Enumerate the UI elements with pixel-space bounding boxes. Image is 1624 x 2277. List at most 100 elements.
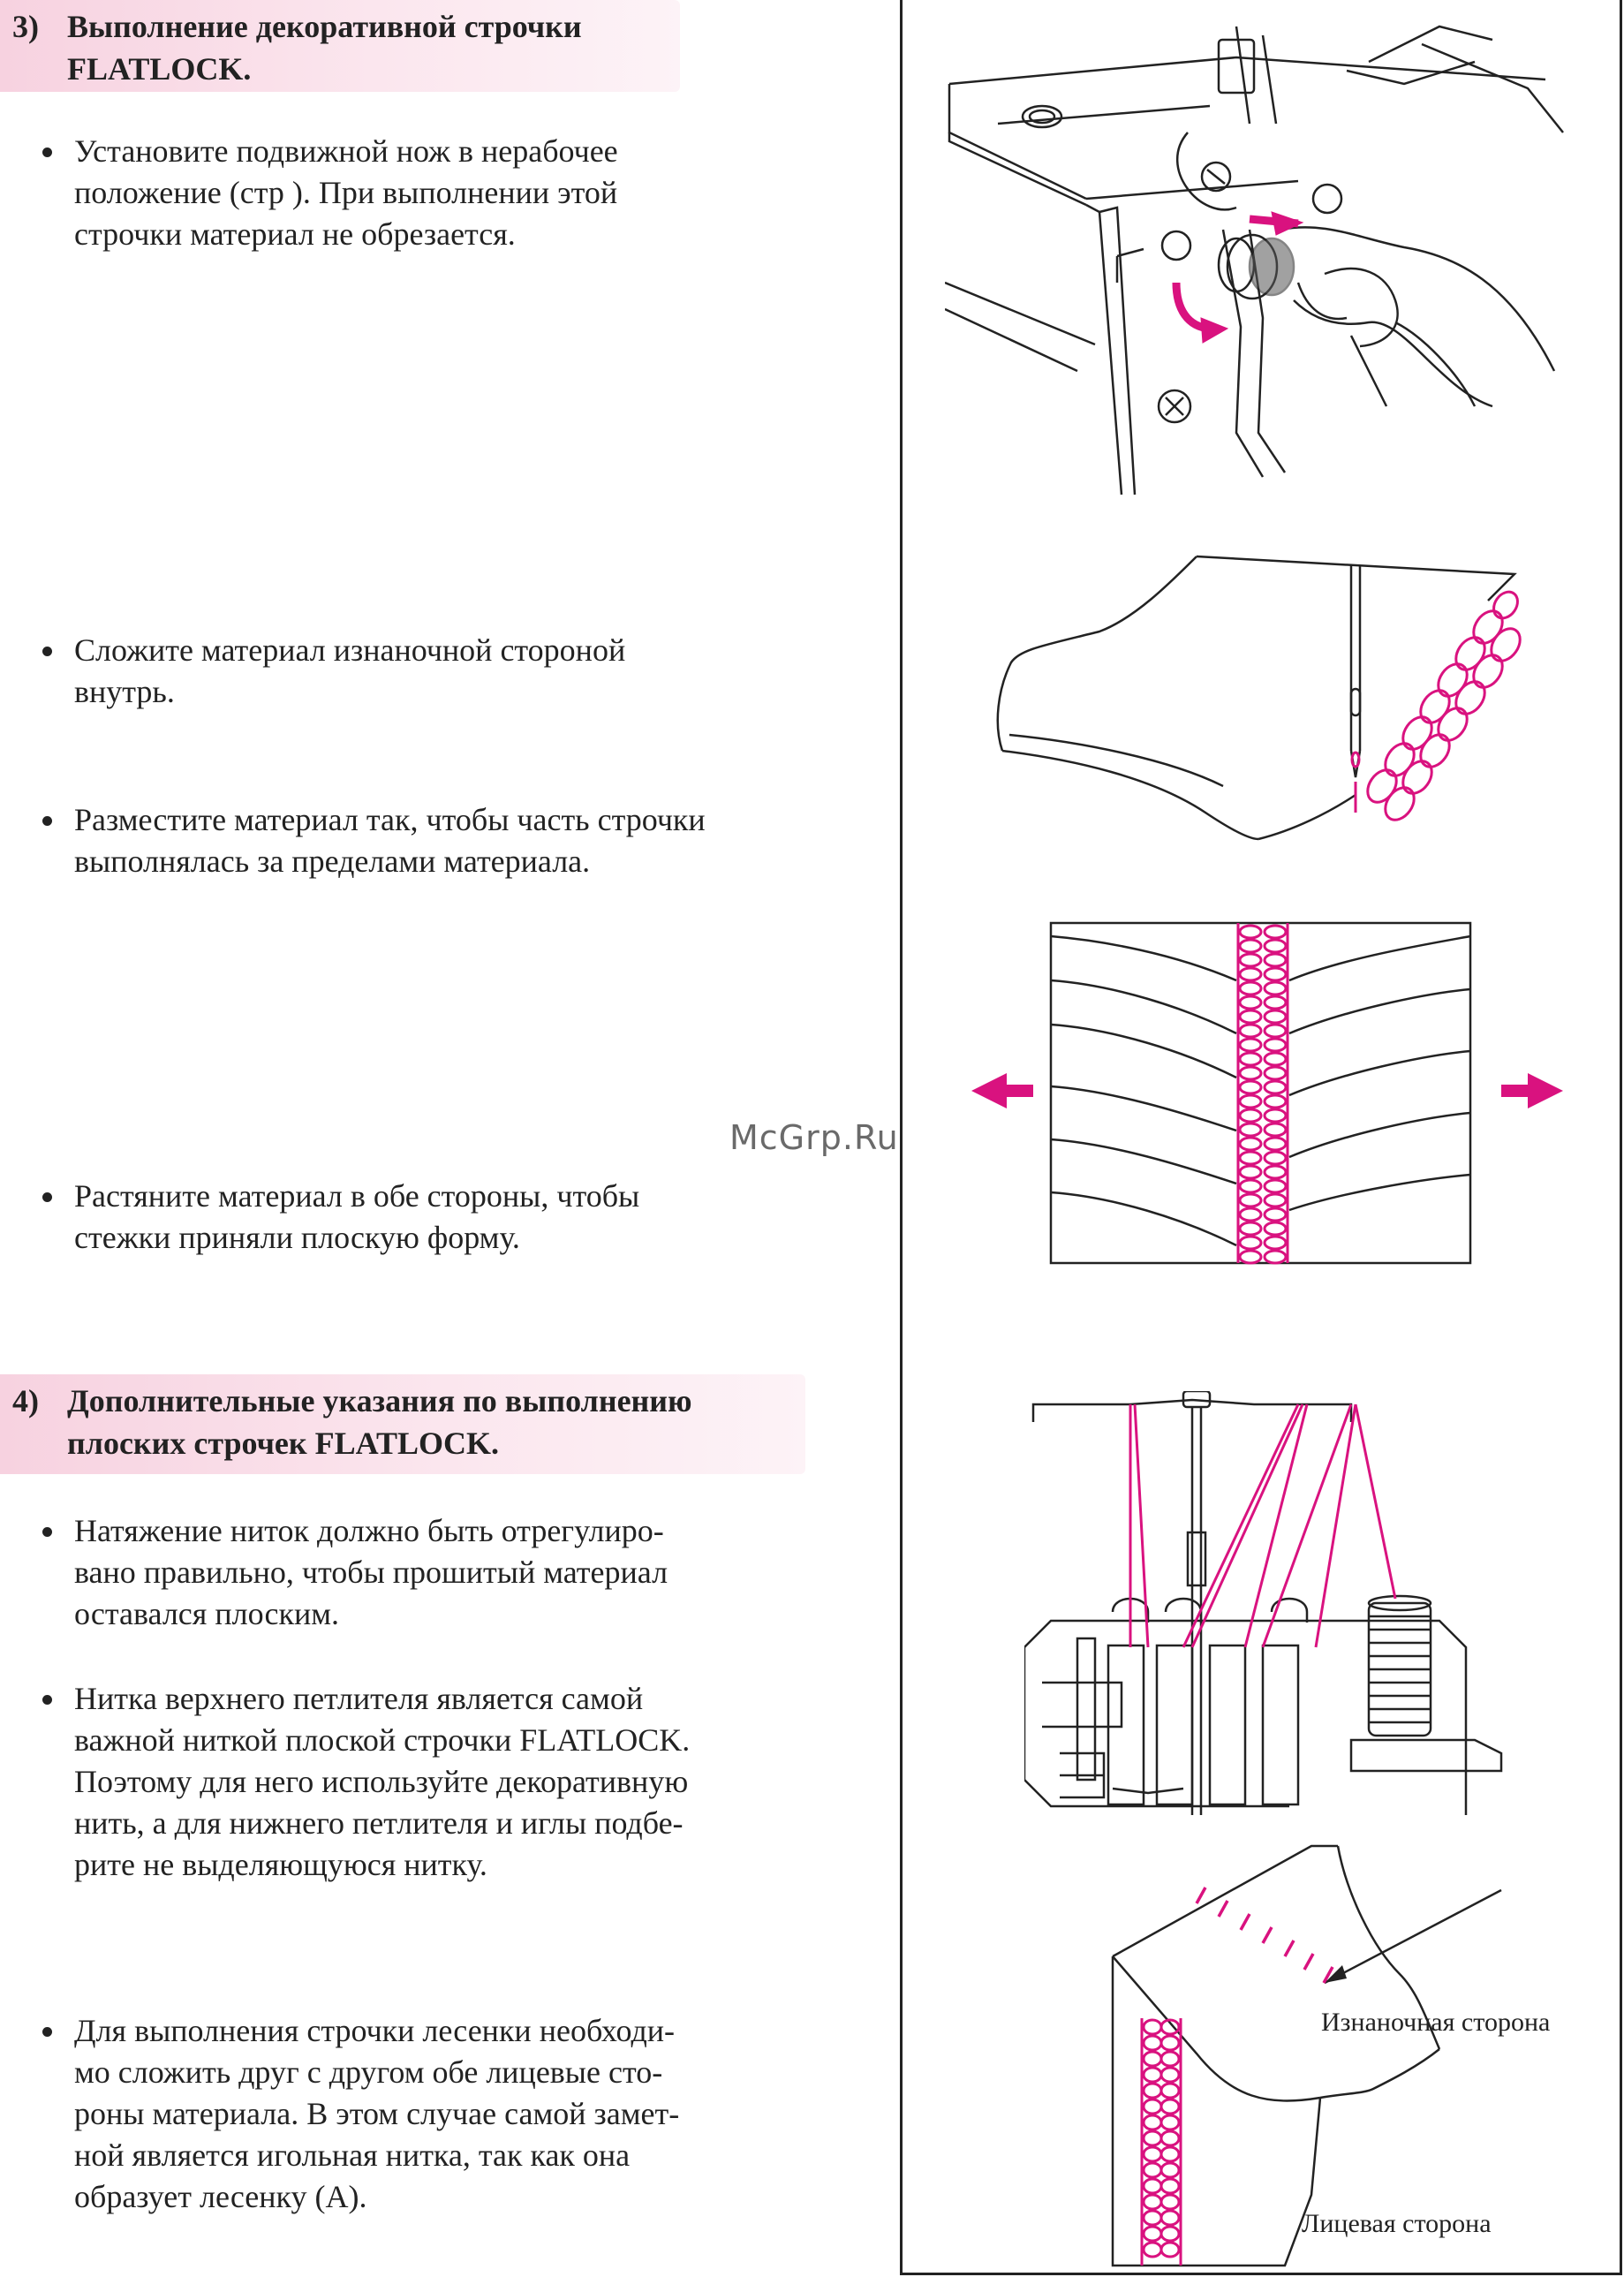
stitch-loop	[1263, 1079, 1288, 1095]
stitch-loop	[1238, 1108, 1263, 1123]
stitch-loop	[1142, 2145, 1163, 2163]
stitch-loop	[1263, 1192, 1288, 1208]
stitch-loop	[1142, 2098, 1163, 2115]
section-3-header: 3) Выполнение декоративной строчки FLATL…	[0, 0, 680, 92]
stitch-loop	[1238, 1235, 1263, 1251]
stitch-loop	[1142, 2193, 1163, 2211]
section-number: 4)	[12, 1383, 39, 1418]
bullet-text: Натяжение ниток должно быть отрегулиро- …	[74, 1513, 668, 1631]
wrong-side-label: Изнаночная сторона	[1321, 2008, 1551, 2037]
section-title: Дополнительные указания по выполнению пл…	[67, 1383, 692, 1461]
stitch-loop	[1159, 2098, 1181, 2115]
stitch-loop	[1263, 995, 1288, 1010]
bullet-ladder-stitch: Для выполнения строчки лесенки необходи-…	[42, 2010, 820, 2218]
stitch-loop	[1142, 2066, 1163, 2084]
stitch-loop	[1263, 1164, 1288, 1180]
stitch-loop	[1159, 2034, 1181, 2052]
bullet-fold-material: Сложите материал изнаночной стороной вну…	[42, 630, 820, 713]
ladder-stitch-vertical	[1140, 2018, 1182, 2266]
stitch-loop	[1238, 1065, 1263, 1081]
stitch-loop	[1142, 2114, 1163, 2131]
section-title: Выполнение декоративной строчки FLATLOCK…	[67, 9, 582, 87]
stitch-loop	[1238, 1178, 1263, 1194]
stitch-loop	[1142, 2241, 1163, 2258]
stitch-loop	[1159, 2018, 1181, 2036]
stitch-loop	[1238, 1122, 1263, 1138]
stitch-loop	[1238, 1221, 1263, 1237]
watermark: McGrp.Ru	[729, 1118, 899, 1157]
stitch-loop	[1159, 2209, 1181, 2227]
stitch-loop	[1142, 2034, 1163, 2052]
stitch-loop	[1142, 2129, 1163, 2147]
section-number: 3)	[12, 9, 39, 44]
stitch-loop	[1263, 1178, 1288, 1194]
stitch-loop	[1238, 938, 1263, 954]
stitch-loop	[1159, 2177, 1181, 2195]
bullet-dot	[42, 148, 52, 157]
stitch-loop	[1159, 2161, 1181, 2179]
bullet-thread-tension: Натяжение ниток должно быть отрегулиро- …	[42, 1510, 820, 1635]
figure-column-frame	[900, 0, 1622, 2275]
bullet-place-material: Разместите материал так, чтобы часть стр…	[42, 799, 820, 882]
stitch-loop	[1238, 980, 1263, 996]
stitch-loop	[1142, 2209, 1163, 2227]
stitch-loop	[1238, 1164, 1263, 1180]
stitch-loop	[1263, 1108, 1288, 1123]
section-4-header: 4) Дополнительные указания по выполнению…	[0, 1374, 805, 1474]
stitch-loop	[1159, 2145, 1181, 2163]
stitch-loop	[1263, 938, 1288, 954]
stitch-loop	[1263, 1249, 1288, 1265]
stitch-loop	[1263, 1122, 1288, 1138]
stitch-loop	[1159, 2129, 1181, 2147]
stitch-loop	[1159, 2241, 1181, 2258]
stitch-loop	[1159, 2050, 1181, 2068]
figure-knife-disengage	[945, 25, 1564, 495]
stitch-loop	[1238, 1079, 1263, 1095]
bullet-text: Разместите материал так, чтобы часть стр…	[74, 802, 706, 879]
bullet-text: Для выполнения строчки лесенки необходи-…	[74, 2013, 680, 2214]
stitch-loop	[1263, 1051, 1288, 1067]
stitch-loop	[1263, 1023, 1288, 1039]
bullet-text: Нитка верхнего петлителя является самой …	[74, 1681, 691, 1882]
stitch-loop	[1263, 1037, 1288, 1053]
stitch-loop	[1263, 1150, 1288, 1166]
stitch-loop	[1238, 1150, 1263, 1166]
stitch-loop	[1238, 1093, 1263, 1109]
stitch-loop	[1238, 1249, 1263, 1265]
stitch-loop	[1238, 1207, 1263, 1222]
stitch-loop	[1263, 1065, 1288, 1081]
stitch-loop	[1159, 2225, 1181, 2243]
stitch-loop	[1263, 1207, 1288, 1222]
stitch-loop	[1159, 2114, 1181, 2131]
stitch-loop	[1263, 1093, 1288, 1109]
chain-stitch-diagonal	[1366, 590, 1522, 821]
stitch-loop	[1263, 966, 1288, 982]
bullet-dot	[42, 816, 52, 826]
bullet-stretch-material: Растяните материал в обе стороны, чтобы …	[42, 1176, 820, 1259]
bullet-dot	[42, 1192, 52, 1202]
stitch-loop	[1263, 952, 1288, 968]
bullet-dot	[42, 1695, 52, 1705]
stitch-loop	[1142, 2018, 1163, 2036]
arrow-right-icon	[1501, 1073, 1563, 1108]
figure-stretched-flatlock	[971, 921, 1563, 1265]
stitch-loop	[1238, 1023, 1263, 1039]
stitch-loop	[1238, 995, 1263, 1010]
stitch-loop	[1142, 2082, 1163, 2099]
bullet-text: Сложите материал изнаночной стороной вну…	[74, 632, 626, 709]
stitch-loop	[1238, 1192, 1263, 1208]
stitch-loop	[1238, 1037, 1263, 1053]
stitch-loop	[1159, 2193, 1181, 2211]
bullet-text: Установите подвижной нож в нерабочее пол…	[74, 133, 618, 252]
bullet-knife-position: Установите подвижной нож в нерабочее пол…	[42, 131, 820, 255]
stitch-loop	[1142, 2050, 1163, 2068]
stitch-loop	[1263, 924, 1288, 940]
arrow-left-icon	[971, 1073, 1033, 1108]
stitch-loop	[1238, 966, 1263, 982]
stitch-loop	[1238, 924, 1263, 940]
stitch-loop	[1263, 1136, 1288, 1152]
stitch-loop	[1142, 2161, 1163, 2179]
bullet-upper-looper-thread: Нитка верхнего петлителя является самой …	[42, 1678, 820, 1886]
stitch-loop	[1159, 2082, 1181, 2099]
figure-folded-material	[996, 555, 1522, 841]
